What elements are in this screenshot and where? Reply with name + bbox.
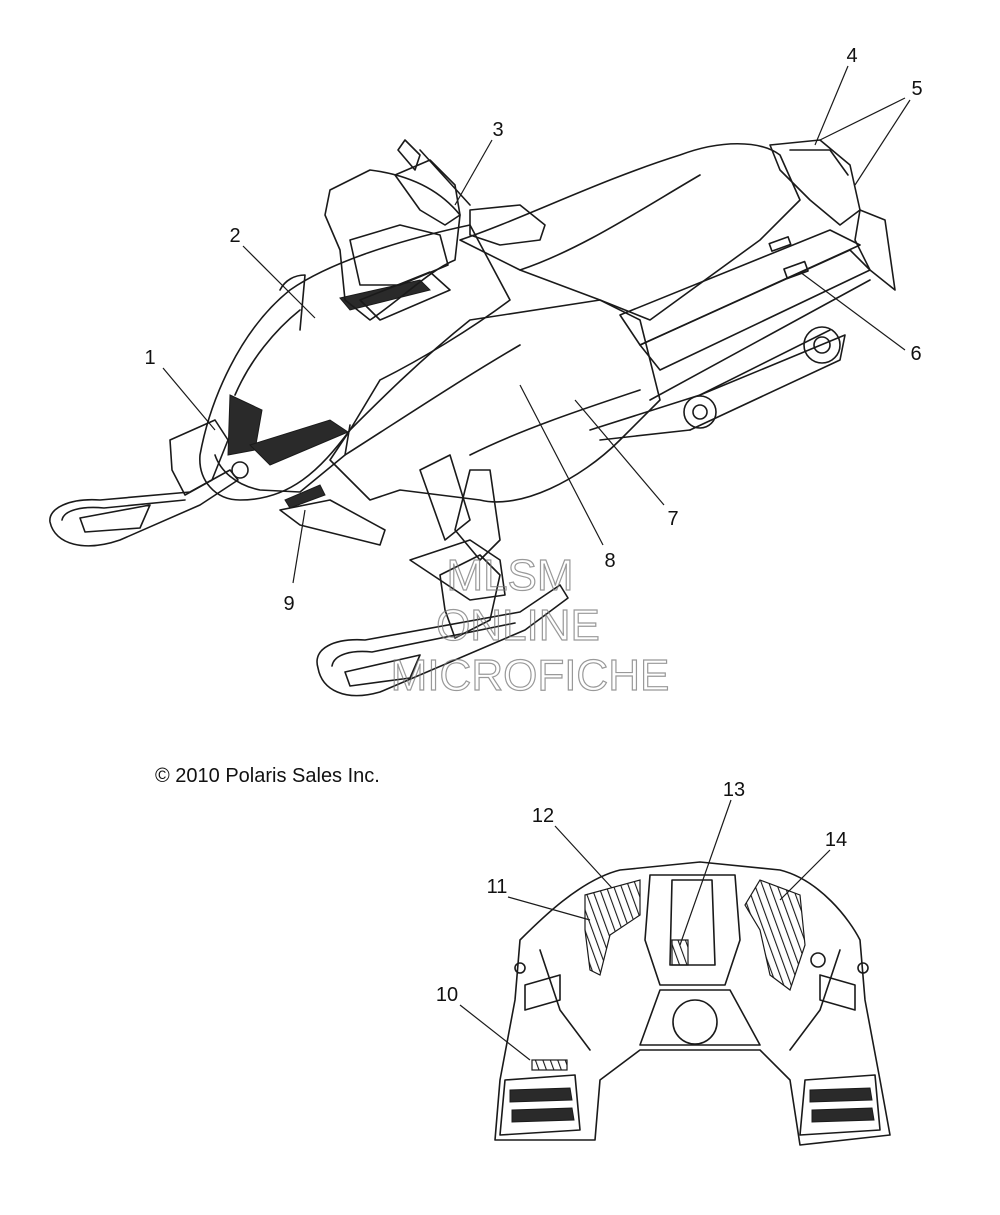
- callout-11: 11: [487, 876, 508, 898]
- seat-tunnel: [459, 139, 896, 431]
- leader-14: [779, 849, 831, 901]
- left-ski: [49, 419, 239, 547]
- watermark: MLSM ONLINE MICROFICHE: [390, 550, 670, 700]
- leader-12: [554, 825, 613, 889]
- leader-13: [679, 799, 732, 946]
- leader-8: [519, 384, 604, 546]
- callout-4: 4: [846, 45, 857, 67]
- watermark-line-2: ONLINE: [436, 601, 600, 650]
- leader-11: [507, 896, 591, 921]
- copyright-text: © 2010 Polaris Sales Inc.: [155, 765, 380, 787]
- callout-7: 7: [667, 508, 678, 530]
- leader-5b: [854, 99, 911, 186]
- leader-4: [814, 65, 849, 146]
- top-callouts: 1 2 3 4 5 6 7 8 9: [144, 45, 922, 615]
- decal-14: [744, 879, 806, 991]
- callout-9: 9: [283, 593, 294, 615]
- leader-9: [292, 509, 306, 584]
- decal-11-12: [584, 879, 641, 976]
- right-ski: [316, 469, 569, 697]
- callout-6: 6: [910, 343, 921, 365]
- hood-body: [199, 169, 511, 501]
- leader-1: [162, 367, 216, 431]
- callout-8: 8: [604, 550, 615, 572]
- decal-10: [531, 1059, 568, 1071]
- callout-5: 5: [911, 78, 922, 100]
- watermark-line-3: MICROFICHE: [391, 651, 670, 700]
- snowmobile-front-view: [494, 861, 891, 1146]
- leader-5a: [819, 97, 906, 141]
- leader-10: [459, 1004, 531, 1061]
- callout-14: 14: [825, 829, 847, 851]
- callout-13: 13: [723, 779, 745, 801]
- callout-1: 1: [144, 347, 155, 369]
- leader-7: [574, 399, 665, 506]
- handlebars: [394, 139, 546, 246]
- callout-12: 12: [532, 805, 554, 827]
- watermark-line-1: MLSM: [446, 551, 573, 600]
- side-panel: [279, 299, 661, 546]
- callout-2: 2: [229, 225, 240, 247]
- bottom-callouts: 10 11 12 13 14: [436, 779, 847, 1061]
- decal-13: [671, 939, 689, 966]
- leader-6: [799, 271, 906, 351]
- track-wheels: [599, 326, 846, 441]
- snowmobile-iso-view: [49, 139, 896, 697]
- callout-3: 3: [492, 119, 503, 141]
- leader-2: [242, 245, 316, 319]
- callout-10: 10: [436, 984, 458, 1006]
- leader-3: [454, 139, 493, 206]
